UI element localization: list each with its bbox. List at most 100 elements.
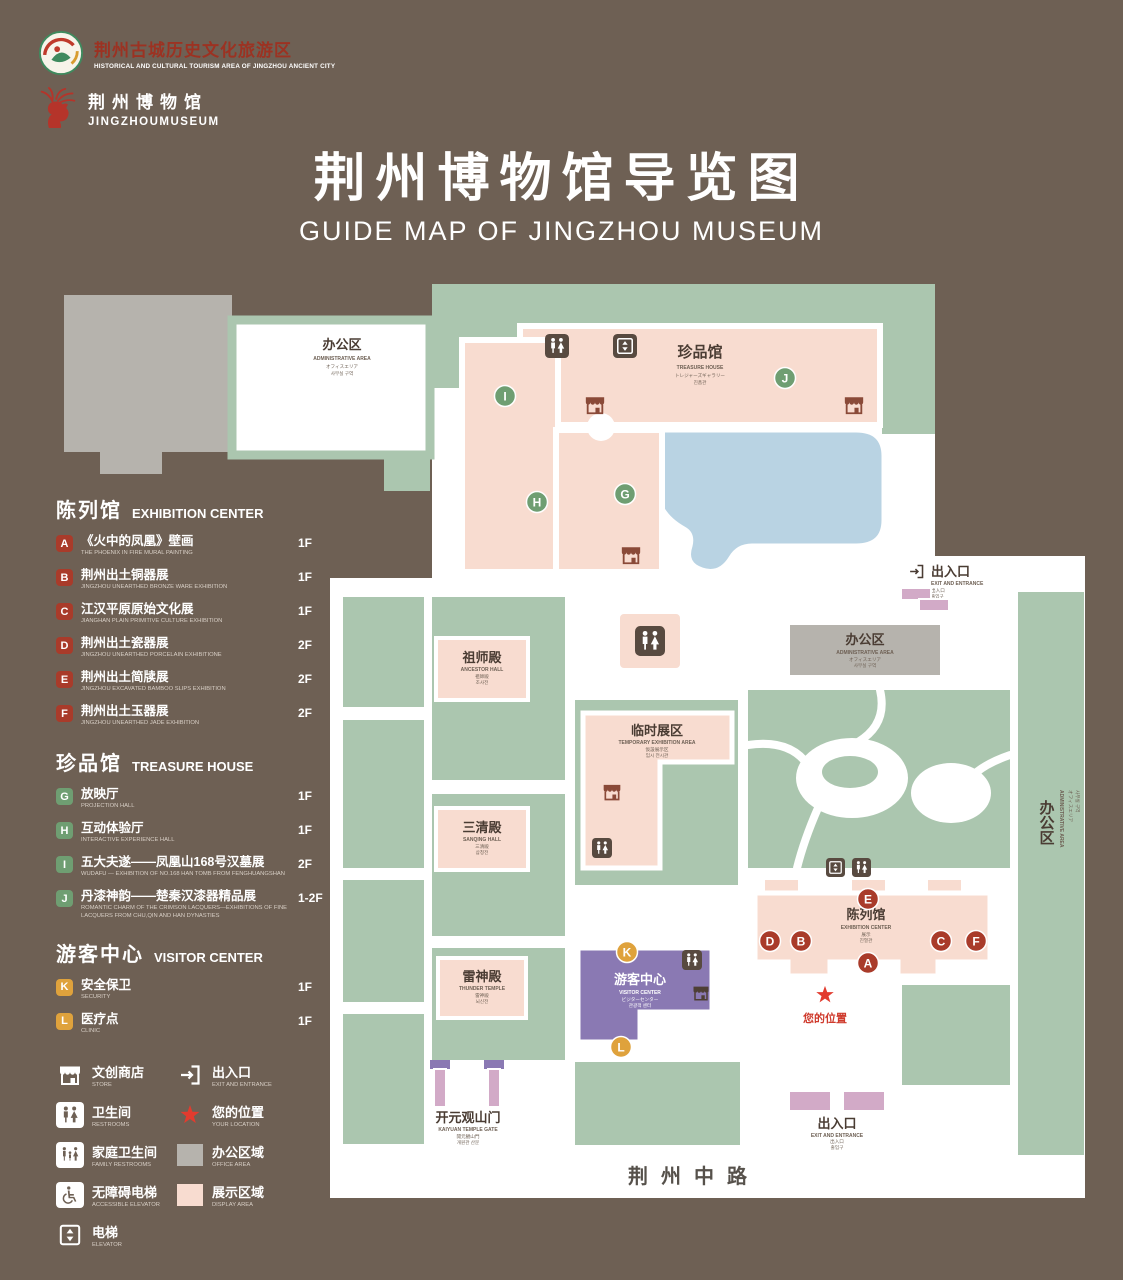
tourism-emblem-icon [38, 30, 84, 76]
exit-gate-bar [918, 598, 950, 612]
label-admin-right: 办公区 ADMINISTRATIVE AREA オフィスエリア 사무실 구역 [1038, 790, 1082, 848]
lawn [882, 284, 935, 434]
legend-item-floor: 1F [298, 823, 313, 837]
legend-item-floor: 2F [298, 672, 313, 686]
legend-item-cn: 五大夫遂——凤凰山168号汉墓展 [81, 855, 265, 869]
svg-text:사무실 구역: 사무실 구역 [854, 662, 876, 669]
svg-text:开元观山门: 开元观山门 [435, 1110, 500, 1125]
legend-item-cn: 荆州出土简牍展 [81, 670, 169, 684]
road-label: 荆州中路 [628, 1164, 760, 1188]
treasure-courtyard-nook [587, 413, 615, 441]
legend-section-title-en: VISITOR CENTER [154, 949, 263, 965]
header: 荆州古城历史文化旅游区 HISTORICAL AND CULTURAL TOUR… [38, 30, 335, 131]
tourism-logo: 荆州古城历史文化旅游区 HISTORICAL AND CULTURAL TOUR… [38, 30, 335, 76]
legend-key-badge: B [56, 569, 73, 586]
legend-section-title-cn: 珍品馆 [56, 753, 122, 775]
legend-item-floor: 2F [298, 638, 313, 652]
building-admin-top [227, 315, 435, 460]
legend-key-badge: D [56, 637, 73, 654]
svg-text:EXHIBITION CENTER: EXHIBITION CENTER [841, 925, 892, 931]
garden-path [744, 739, 816, 776]
label-visitor-center: 游客中心 VISITOR CENTER ビジターセンター 관광객 센터 [614, 972, 666, 1009]
legend-item-cn: 丹漆神韵——楚秦汉漆器精品展 [81, 889, 257, 903]
svg-text:办公区: 办公区 [845, 632, 884, 647]
building-thunder-temple [436, 956, 528, 1020]
restroom-icon [852, 858, 871, 877]
legend-key-badge: F [56, 705, 73, 722]
svg-text:出入口: 出入口 [817, 1116, 856, 1131]
svg-text:개원관 산문: 개원관 산문 [457, 1139, 479, 1146]
family-restroom-icon [56, 1141, 84, 1168]
svg-text:トレジャーズギャラリー: トレジャーズギャラリー [675, 372, 725, 379]
legend-item-floor: 2F [298, 706, 313, 720]
legend-section-title-en: EXHIBITION CENTER [132, 506, 264, 521]
svg-text:G: G [620, 488, 629, 502]
lawn-admin-right-strip [1018, 592, 1084, 1155]
legend-key-badge: H [56, 822, 73, 839]
restroom-icon [682, 950, 702, 970]
map-base-exit [935, 556, 1085, 590]
svg-text:临时展区: 临时展区 [631, 723, 683, 738]
svg-text:出入口: 出入口 [931, 587, 945, 594]
svg-text:뇌신전: 뇌신전 [476, 998, 489, 1005]
legend-key-badge: L [56, 1012, 73, 1030]
building-ancestor-hall [434, 636, 530, 702]
label-temporary-exhibition: 临时展区 TEMPORARY EXHIBITION AREA 仮設展示区 임시 … [618, 723, 695, 758]
your-location-label: 您的位置 [803, 1011, 847, 1025]
restroom-icon [592, 838, 612, 858]
svg-text:ADMINISTRATIVE AREA: ADMINISTRATIVE AREA [1058, 790, 1064, 848]
svg-text:三清殿: 三清殿 [475, 843, 489, 850]
svg-text:L: L [617, 1041, 624, 1055]
map-marker-A: A [856, 951, 880, 975]
legend-section-title-cn: 陈列馆 [56, 500, 122, 522]
svg-text:출입구: 출입구 [931, 593, 944, 600]
building-temporary-exhibition [580, 710, 735, 871]
building-visitor-center [575, 945, 715, 1045]
lawn-annex [384, 455, 430, 491]
svg-text:진품관: 진품관 [694, 379, 707, 385]
legend-item-en: JINGZHOU UNEARTHED PORCELAIN EXHIBITIONE [81, 652, 222, 658]
gate-pillar [487, 1068, 501, 1108]
legend-key-badge: C [56, 603, 73, 620]
map-marker-C: C [929, 929, 953, 953]
svg-text:SANQING HALL: SANQING HALL [463, 837, 501, 843]
svg-text:K: K [623, 946, 632, 960]
building-treasure-main [517, 323, 883, 428]
label-ancestor-hall: 祖师殿 ANCESTOR HALL 祖師殿 조사전 [461, 650, 504, 686]
display-area-swatch [176, 1182, 204, 1208]
your-location-star-icon [176, 1102, 204, 1128]
svg-text:祖师殿: 祖师殿 [461, 650, 502, 665]
legend-item-cn: 医疗点 [81, 1011, 119, 1026]
map-marker-J: J [773, 366, 797, 390]
svg-text:출입구: 출입구 [831, 1144, 844, 1151]
lawn [902, 985, 1010, 1085]
map-marker-H: H [525, 490, 549, 514]
store-icon [56, 1062, 84, 1088]
svg-text:C: C [937, 935, 946, 949]
svg-text:H: H [533, 496, 542, 510]
gate-cap [484, 1060, 504, 1069]
tourism-logo-en: HISTORICAL AND CULTURAL TOURISM AREA OF … [94, 63, 336, 70]
svg-text:B: B [797, 935, 806, 949]
page-subtitle: GUIDE MAP OF JINGZHOU MUSEUM [298, 216, 825, 246]
legend-key-badge: K [56, 978, 73, 996]
svg-text:I: I [503, 390, 506, 404]
svg-text:사무실 구역: 사무실 구역 [331, 370, 353, 377]
building-treasure-west-wing [459, 337, 561, 575]
svg-text:조사전: 조사전 [476, 679, 489, 686]
museum-logo-cn: 荆州博物馆 [88, 93, 208, 112]
svg-text:TEMPORARY EXHIBITION AREA: TEMPORARY EXHIBITION AREA [618, 740, 695, 746]
building-treasure-south-wing [553, 427, 665, 575]
svg-text:관광객 센터: 관광객 센터 [629, 1002, 651, 1009]
svg-text:A: A [864, 957, 873, 971]
